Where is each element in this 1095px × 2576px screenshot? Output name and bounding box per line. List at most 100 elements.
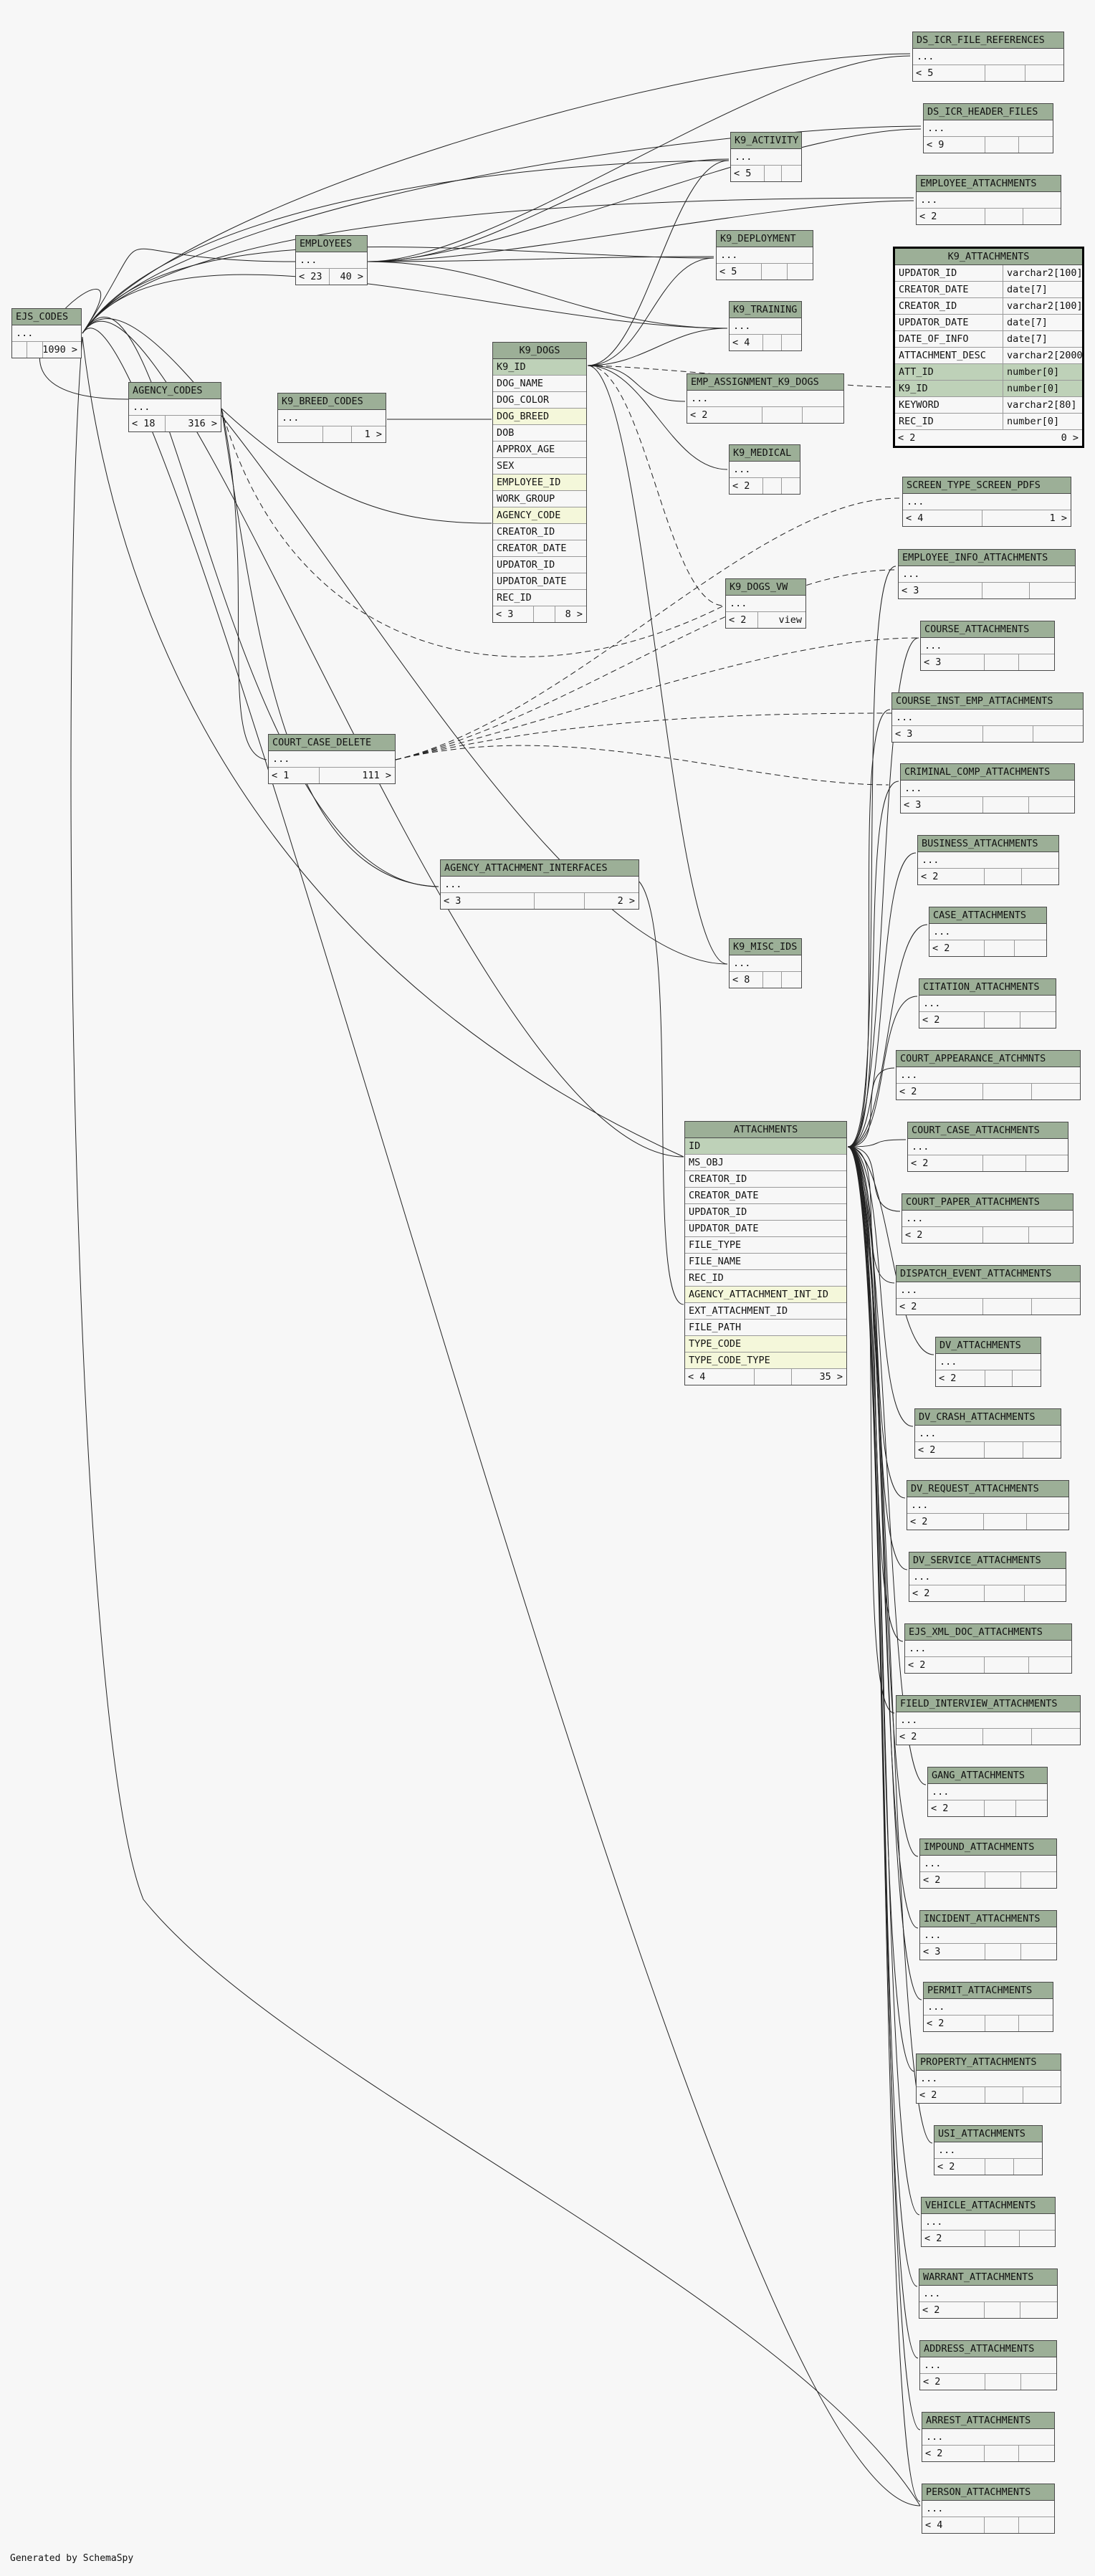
employees-edge xyxy=(367,55,911,262)
table-impound-attachments[interactable]: IMPOUND_ATTACHMENTS ... < 2 xyxy=(919,1838,1057,1889)
agency-edge xyxy=(221,408,267,760)
table-permit-attachments[interactable]: PERMIT_ATTACHMENTS ... < 2 xyxy=(923,1982,1053,2032)
table-course-inst-emp-attachments[interactable]: COURSE_INST_EMP_ATTACHMENTS ... < 3 xyxy=(891,692,1084,743)
table-gang-attachments[interactable]: GANG_ATTACHMENTS ... < 2 xyxy=(927,1767,1048,1817)
ejs-codes-edge xyxy=(82,197,914,334)
table-employee-attachments[interactable]: EMPLOYEE_ATTACHMENTS ... < 2 xyxy=(916,175,1061,225)
attachments-edge xyxy=(847,1146,921,2430)
aai-edge xyxy=(639,881,684,1305)
table-usi-attachments[interactable]: USI_ATTACHMENTS ... < 2 xyxy=(934,2125,1043,2175)
employees-edge xyxy=(367,256,714,262)
table-incident-attachments[interactable]: INCIDENT_ATTACHMENTS ... < 3 xyxy=(919,1910,1057,1960)
employees-edge xyxy=(367,128,922,262)
table-k9-activity[interactable]: K9_ACTIVITY ... < 5 xyxy=(730,132,802,182)
attachments-edge xyxy=(847,1146,914,1427)
table-dv-crash-attachments[interactable]: DV_CRASH_ATTACHMENTS ... < 2 xyxy=(914,1408,1061,1459)
attachments-edge xyxy=(847,1146,901,1212)
table-citation-attachments[interactable]: CITATION_ATTACHMENTS ... < 2 xyxy=(919,978,1056,1029)
k9-dogs-edge xyxy=(587,365,686,402)
attachments-edge xyxy=(847,1146,920,2215)
table-title: DS_ICR_FILE_REFERENCES xyxy=(913,32,1063,49)
attachments-edge xyxy=(847,1067,895,1148)
table-person-attachments[interactable]: PERSON_ATTACHMENTS ... < 4 xyxy=(922,2484,1055,2534)
k9-dogs-edge xyxy=(587,160,730,366)
table-k9-training[interactable]: K9_TRAINING ... < 4 xyxy=(729,301,802,351)
k9-dogs-edge xyxy=(587,328,728,366)
attachments-edge xyxy=(847,996,918,1148)
attachments-edge xyxy=(847,852,917,1148)
ejs-codes-edge xyxy=(82,318,728,965)
table-k9-dogs[interactable]: K9_DOGS K9_ID DOG_NAME DOG_COLOR DOG_BRE… xyxy=(492,342,587,623)
table-ejs-codes[interactable]: EJS_CODES ... 1090 > xyxy=(11,308,82,358)
k9-dogs-edge xyxy=(587,365,728,470)
attachments-edge xyxy=(847,1146,904,1642)
attachments-edge xyxy=(847,637,919,1148)
table-vehicle-attachments[interactable]: VEHICLE_ATTACHMENTS ... < 2 xyxy=(921,2197,1056,2247)
table-dispatch-event-attachments[interactable]: DISPATCH_EVENT_ATTACHMENTS ... < 2 xyxy=(896,1265,1081,1315)
table-criminal-comp-attachments[interactable]: CRIMINAL_COMP_ATTACHMENTS ... < 3 xyxy=(900,763,1075,814)
attachments-edge xyxy=(847,1146,933,2144)
employees-edge xyxy=(367,200,914,262)
attachments-edge xyxy=(847,1146,921,2502)
table-business-attachments[interactable]: BUSINESS_ATTACHMENTS ... < 2 xyxy=(917,835,1059,885)
table-k9-breed-codes[interactable]: K9_BREED_CODES ... 1 > xyxy=(277,393,386,443)
table-course-attachments[interactable]: COURSE_ATTACHMENTS ... < 3 xyxy=(920,621,1055,671)
generated-by-footer: Generated by SchemaSpy xyxy=(10,2553,134,2564)
court-case-delete-edge xyxy=(395,569,896,760)
attachments-edge xyxy=(847,1146,927,1785)
table-dv-attachments[interactable]: DV_ATTACHMENTS ... < 2 xyxy=(935,1337,1041,1387)
table-warrant-attachments[interactable]: WARRANT_ATTACHMENTS ... < 2 xyxy=(919,2269,1058,2319)
k9-dogs-edge xyxy=(587,365,725,606)
attachments-edge xyxy=(847,1146,919,1929)
k9-dogs-edge xyxy=(587,365,728,965)
table-ds-icr-file-references[interactable]: DS_ICR_FILE_REFERENCES ... < 5 xyxy=(912,32,1064,82)
court-case-delete-edge xyxy=(395,497,900,760)
k9-dogs-edge xyxy=(587,257,714,366)
table-field-interview-attachments[interactable]: FIELD_INTERVIEW_ATTACHMENTS ... < 2 xyxy=(896,1695,1081,1745)
ejs-codes-edge xyxy=(82,53,911,334)
table-ejs-xml-doc-attachments[interactable]: EJS_XML_DOC_ATTACHMENTS ... < 2 xyxy=(904,1623,1072,1674)
ejs-codes-edge xyxy=(82,160,730,334)
table-k9-misc-ids[interactable]: K9_MISC_IDS ... < 8 xyxy=(729,938,802,988)
table-court-case-attachments[interactable]: COURT_CASE_ATTACHMENTS ... < 2 xyxy=(907,1122,1068,1172)
attachments-edge xyxy=(847,1139,907,1148)
table-address-attachments[interactable]: ADDRESS_ATTACHMENTS ... < 2 xyxy=(919,2340,1057,2390)
ejs-codes-edge xyxy=(82,320,684,1158)
attachments-edge xyxy=(847,566,896,1148)
table-k9-deployment[interactable]: K9_DEPLOYMENT ... < 5 xyxy=(716,230,813,280)
employees-edge xyxy=(367,158,730,262)
attachments-edge xyxy=(847,924,928,1148)
ejs-codes-edge xyxy=(82,317,439,887)
table-attachments[interactable]: ATTACHMENTS ID MS_OBJ CREATOR_ID CREATOR… xyxy=(684,1121,847,1385)
table-arrest-attachments[interactable]: ARREST_ATTACHMENTS ... < 2 xyxy=(922,2412,1055,2462)
table-k9-medical[interactable]: K9_MEDICAL ... < 2 xyxy=(729,444,800,495)
attachments-edge xyxy=(847,1146,934,1355)
attachments-edge xyxy=(847,1146,908,1570)
table-ds-icr-header-files[interactable]: DS_ICR_HEADER_FILES ... < 9 xyxy=(923,103,1053,153)
table-court-paper-attachments[interactable]: COURT_PAPER_ATTACHMENTS ... < 2 xyxy=(902,1193,1074,1244)
table-emp-assignment-k9-dogs[interactable]: EMP_ASSIGNMENT_K9_DOGS ... < 2 xyxy=(687,373,844,424)
table-employee-info-attachments[interactable]: EMPLOYEE_INFO_ATTACHMENTS ... < 3 xyxy=(898,549,1076,599)
attachments-edge xyxy=(847,1146,906,1499)
table-case-attachments[interactable]: CASE_ATTACHMENTS ... < 2 xyxy=(929,907,1047,957)
long-edge xyxy=(70,336,921,2506)
ejs-codes-edge xyxy=(82,328,921,2506)
attachments-edge xyxy=(847,1146,895,1284)
agency-edge xyxy=(221,408,492,524)
table-dv-service-attachments[interactable]: DV_SERVICE_ATTACHMENTS ... < 2 xyxy=(909,1552,1066,1602)
table-property-attachments[interactable]: PROPERTY_ATTACHMENTS ... < 2 xyxy=(916,2053,1061,2104)
attachments-edge xyxy=(847,1146,919,1857)
table-court-appearance-atchmnts[interactable]: COURT_APPEARANCE_ATCHMNTS ... < 2 xyxy=(896,1050,1081,1100)
table-dv-request-attachments[interactable]: DV_REQUEST_ATTACHMENTS ... < 2 xyxy=(907,1480,1069,1530)
agency-edge xyxy=(221,408,725,657)
attachments-edge xyxy=(847,781,899,1148)
court-case-delete-edge xyxy=(395,745,889,786)
court-case-delete-edge xyxy=(395,712,896,760)
